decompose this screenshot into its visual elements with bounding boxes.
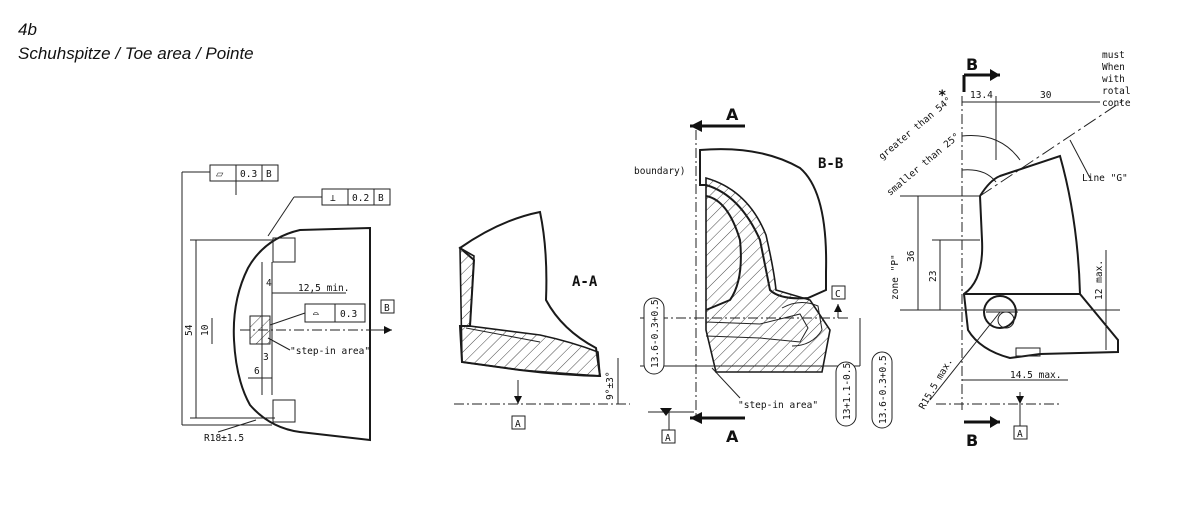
dim-6: 6 <box>254 366 260 377</box>
profile-value: 0.3 <box>340 309 357 320</box>
datum-c-label: C <box>835 289 841 300</box>
zone-p-label: zone "P" <box>890 254 901 300</box>
profile-icon: ⌓ <box>313 309 319 320</box>
dim-13-4: 13.4 <box>970 90 993 101</box>
datum-b-label: B <box>384 303 390 314</box>
radius-r18: R18±1.5 <box>204 433 244 444</box>
dim-12-max: 12 max. <box>1094 260 1105 300</box>
dim-23: 23 <box>928 271 939 282</box>
perpendicularity-icon: ⊥ <box>330 193 336 204</box>
perpendicularity-value: 0.2 <box>352 193 369 204</box>
dim-30: 30 <box>1040 90 1052 101</box>
step-in-area-label-b: "step-in area" <box>738 400 818 411</box>
dim-54: 54 <box>184 324 195 336</box>
angle-9deg: 9°±3° <box>605 371 616 400</box>
dim-13-mid: 13+1.1-0.5 <box>842 363 853 420</box>
datum-a-label-1: A <box>515 419 521 430</box>
section-b-b-title: B-B <box>818 156 843 172</box>
dim-4: 4 <box>266 278 272 289</box>
note-line-4: rotal <box>1102 86 1131 97</box>
perpendicularity-datum: B <box>378 193 384 204</box>
dim-36: 36 <box>906 250 917 262</box>
note-line-3: with <box>1102 74 1125 85</box>
cut-arrow-b-top: B <box>966 55 978 74</box>
dim-3: 3 <box>263 352 269 363</box>
view-side: B B 13.4 30 * greater than 54° smaller t… <box>877 50 1131 450</box>
view-section-b-b: A A boundary) B-B C 13.6-0.3+0.5 13+1.1-… <box>634 105 893 446</box>
dim-10: 10 <box>200 324 211 336</box>
dim-14-5-max: 14.5 max. <box>1010 370 1061 381</box>
note-line-5: conte <box>1102 98 1131 109</box>
boundary-label: boundary) <box>634 166 685 177</box>
datum-a-label-3: A <box>1017 429 1023 440</box>
cut-arrow-b-bottom: B <box>966 431 978 450</box>
flatness-datum: B <box>266 169 272 180</box>
radius-r15-5-max: R15.5 max. <box>917 356 955 411</box>
flatness-icon: ⏥ <box>216 169 224 180</box>
line-g-label: Line "G" <box>1082 173 1128 184</box>
figure-number: 4b <box>18 20 37 39</box>
cut-arrow-a-top: A <box>726 105 739 124</box>
step-in-area-label: "step-in area" <box>290 346 370 357</box>
note-line-2: When <box>1102 62 1125 73</box>
dim-13-6-left: 13.6-0.3+0.5 <box>650 299 661 368</box>
figure-title: Schuhspitze / Toe area / Pointe <box>18 44 254 63</box>
section-a-a-title: A-A <box>572 274 598 290</box>
view-section-a-a: A-A A 9°±3° <box>454 210 630 430</box>
star-mark: * <box>938 88 946 104</box>
datum-a-label-2: A <box>665 433 671 444</box>
dim-12-5-min: 12,5 min. <box>298 283 349 294</box>
view-toe-top: B 54 10 4 12,5 min. 3 6 "step-in area" R… <box>181 164 395 444</box>
note-line-1: must <box>1102 50 1125 61</box>
cut-arrow-a-bottom: A <box>726 427 739 446</box>
flatness-value: 0.3 <box>240 169 257 180</box>
dim-13-6-right: 13.6-0.3+0.5 <box>878 355 889 424</box>
